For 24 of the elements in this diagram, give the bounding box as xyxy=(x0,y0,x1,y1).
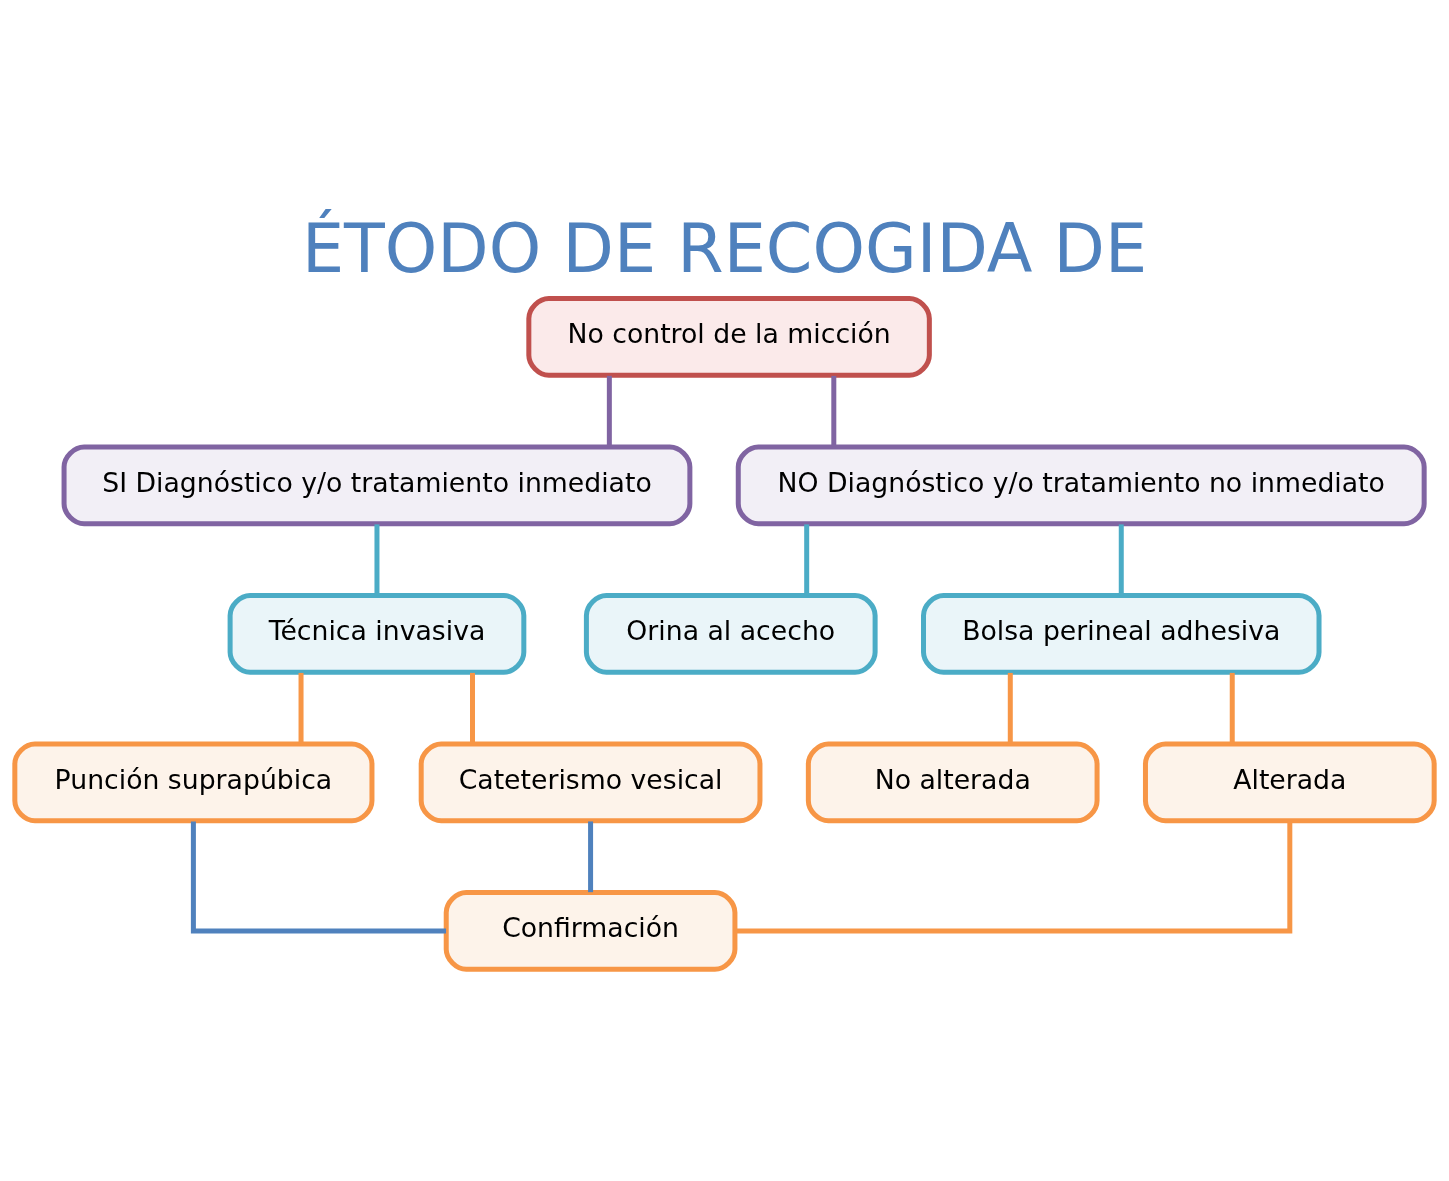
node-box: No alterada xyxy=(805,741,1100,824)
connector xyxy=(1118,524,1124,596)
node-box: Orina al acecho xyxy=(583,593,878,675)
connector xyxy=(1229,672,1235,744)
connector xyxy=(190,821,447,934)
connector xyxy=(606,375,612,447)
node-box: Alterada xyxy=(1142,741,1437,824)
connector xyxy=(804,524,810,596)
connector xyxy=(470,672,475,744)
connector xyxy=(735,821,1293,934)
node-box: No control de la micción xyxy=(526,295,932,378)
connector xyxy=(374,524,380,596)
node-box: Bolsa perineal adhesiva xyxy=(921,593,1322,675)
node-box: Confirmación xyxy=(443,890,738,972)
connector xyxy=(831,375,837,447)
connector xyxy=(1007,672,1013,744)
diagram-title: ÉTODO DE RECOGIDA DE xyxy=(301,209,1148,288)
node-box: Técnica invasiva xyxy=(227,593,527,675)
node-box: Cateterismo vesical xyxy=(418,741,763,824)
node-box: SI Diagnóstico y/o tratamiento inmediato xyxy=(61,444,693,527)
connector xyxy=(298,672,304,744)
node-box: NO Diagnóstico y/o tratamiento no inmediato xyxy=(735,444,1427,527)
connector xyxy=(588,821,594,893)
node-box: Punción suprapúbica xyxy=(12,741,375,824)
